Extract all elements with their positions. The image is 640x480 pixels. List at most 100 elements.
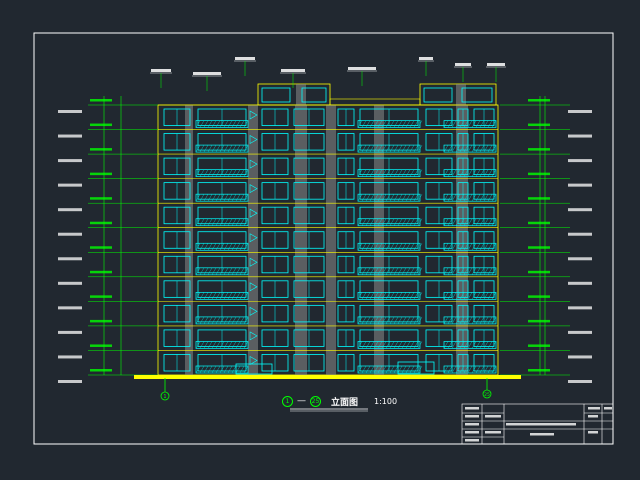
balcony-hatch bbox=[195, 218, 201, 226]
balcony-hatch bbox=[365, 243, 371, 251]
balcony-hatch bbox=[373, 243, 379, 251]
balcony-hatch bbox=[207, 218, 213, 226]
balcony-hatch bbox=[409, 341, 415, 349]
balcony-hatch bbox=[405, 341, 411, 349]
balcony-hatch bbox=[239, 341, 245, 349]
balcony-hatch bbox=[385, 267, 391, 275]
balcony-hatch bbox=[459, 243, 465, 251]
balcony-hatch bbox=[365, 341, 371, 349]
balcony-rail bbox=[443, 144, 497, 153]
level-value bbox=[528, 344, 550, 347]
wall-hatch-column bbox=[326, 105, 336, 375]
title-block-text bbox=[465, 423, 479, 426]
balcony-hatch bbox=[451, 169, 457, 177]
balcony-hatch bbox=[491, 316, 497, 325]
floor-note bbox=[568, 257, 592, 261]
balcony-hatch bbox=[475, 267, 481, 275]
balcony-hatch bbox=[479, 243, 485, 251]
level-value bbox=[528, 369, 550, 372]
balcony-hatch bbox=[405, 120, 411, 128]
balcony-hatch bbox=[211, 267, 217, 275]
balcony-hatch bbox=[467, 365, 473, 374]
floor-note bbox=[58, 380, 82, 383]
balcony-rail bbox=[443, 169, 497, 177]
balcony-hatch bbox=[207, 144, 213, 153]
balcony-hatch bbox=[467, 120, 473, 128]
balcony-hatch bbox=[215, 341, 221, 349]
balcony-hatch bbox=[451, 120, 457, 128]
balcony-hatch bbox=[483, 169, 489, 177]
level-value bbox=[90, 344, 112, 347]
balcony-hatch bbox=[483, 120, 489, 128]
balcony-hatch bbox=[413, 194, 419, 202]
balcony-hatch bbox=[389, 267, 395, 275]
balcony-hatch bbox=[487, 341, 493, 349]
balcony-hatch bbox=[397, 292, 403, 300]
balcony-hatch bbox=[487, 144, 493, 153]
balcony-hatch bbox=[417, 144, 423, 153]
balcony-hatch bbox=[413, 267, 419, 275]
balcony-hatch bbox=[467, 316, 473, 325]
balcony-hatch bbox=[211, 365, 217, 374]
balcony-hatch bbox=[223, 267, 229, 275]
balcony-rail bbox=[443, 193, 497, 202]
balcony-hatch bbox=[199, 120, 205, 128]
wall-hatch-column bbox=[456, 84, 466, 105]
level-value bbox=[90, 197, 112, 200]
axis-marker-left bbox=[160, 391, 170, 401]
balcony-hatch bbox=[219, 267, 225, 275]
balcony-hatch bbox=[377, 341, 383, 349]
balcony-rail bbox=[195, 365, 249, 374]
balcony-rail bbox=[195, 144, 249, 153]
balcony-hatch bbox=[239, 243, 245, 251]
balcony-hatch bbox=[459, 169, 465, 177]
floor-note bbox=[568, 355, 592, 359]
caption-axis-start: 1 bbox=[282, 395, 293, 407]
balcony-hatch bbox=[373, 316, 379, 325]
floor-note bbox=[568, 110, 592, 113]
balcony-hatch bbox=[235, 218, 241, 226]
balcony-hatch bbox=[369, 292, 375, 300]
balcony-hatch bbox=[479, 267, 485, 275]
balcony-hatch bbox=[207, 194, 213, 202]
balcony-hatch bbox=[393, 218, 399, 226]
balcony-hatch bbox=[459, 194, 465, 202]
balcony-hatch bbox=[385, 365, 391, 374]
balcony-hatch bbox=[199, 169, 205, 177]
balcony-hatch bbox=[455, 194, 461, 202]
balcony-rail bbox=[443, 292, 497, 300]
balcony-hatch bbox=[215, 194, 221, 202]
balcony-hatch bbox=[459, 218, 465, 226]
balcony-hatch bbox=[385, 341, 391, 349]
balcony-hatch bbox=[219, 365, 225, 374]
balcony-hatch bbox=[227, 194, 233, 202]
balcony-hatch bbox=[199, 194, 205, 202]
level-value bbox=[90, 99, 112, 102]
balcony-hatch bbox=[357, 292, 363, 300]
balcony-hatch bbox=[451, 341, 457, 349]
balcony-hatch bbox=[211, 120, 217, 128]
balcony-hatch bbox=[365, 144, 371, 153]
balcony-hatch bbox=[373, 169, 379, 177]
balcony-hatch bbox=[207, 169, 213, 177]
balcony-hatch bbox=[219, 243, 225, 251]
balcony-hatch bbox=[393, 292, 399, 300]
balcony-hatch bbox=[369, 316, 375, 325]
balcony-hatch bbox=[373, 341, 379, 349]
balcony-hatch bbox=[393, 194, 399, 202]
balcony-hatch bbox=[417, 267, 423, 275]
balcony-hatch bbox=[243, 120, 249, 128]
balcony-hatch bbox=[471, 267, 477, 275]
callout-label bbox=[455, 63, 471, 66]
balcony-hatch bbox=[487, 169, 493, 177]
balcony-rail bbox=[195, 267, 249, 276]
balcony-hatch bbox=[389, 120, 395, 128]
balcony-hatch bbox=[207, 316, 213, 325]
balcony-hatch bbox=[203, 243, 209, 251]
balcony-hatch bbox=[401, 169, 407, 177]
balcony-hatch bbox=[235, 365, 241, 374]
balcony-hatch bbox=[471, 341, 477, 349]
balcony-hatch bbox=[405, 292, 411, 300]
balcony-hatch bbox=[447, 120, 453, 128]
balcony-hatch bbox=[373, 144, 379, 153]
